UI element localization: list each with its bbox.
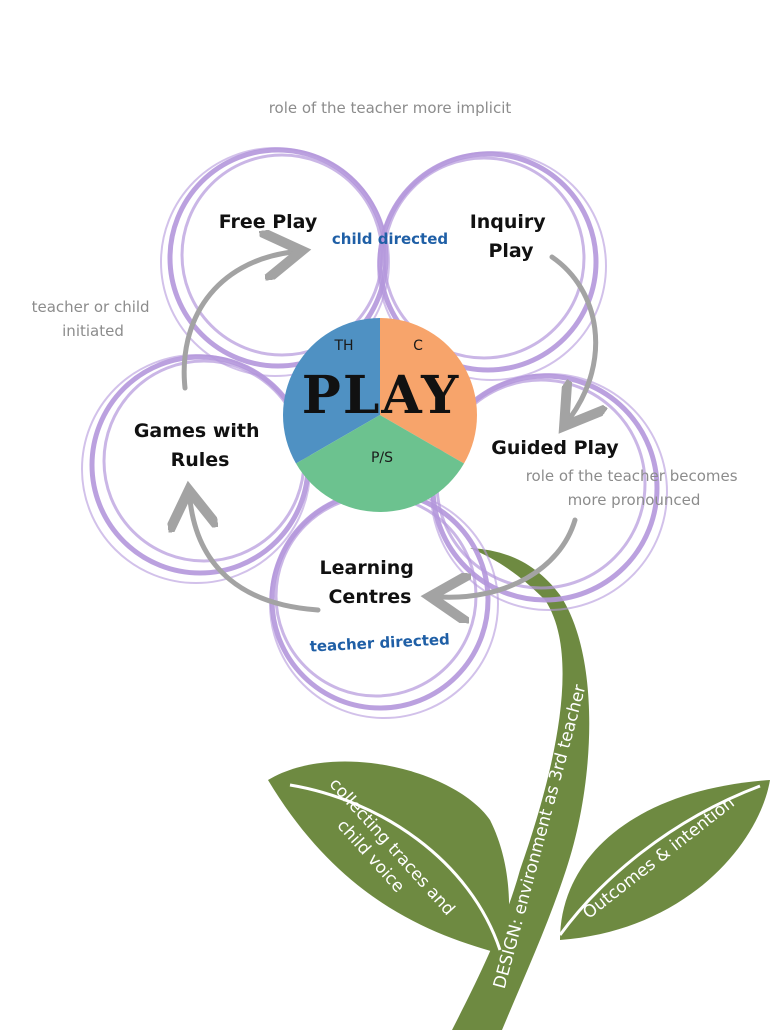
side-note: teacher or child initiated	[32, 298, 155, 340]
stem-and-leaves	[268, 548, 770, 1030]
wedge-label-c: C	[413, 338, 423, 354]
right-note-line-2: more pronounced	[568, 491, 701, 509]
play-word: PLAY	[302, 365, 461, 426]
right-note: role of the teacher becomes more pronoun…	[526, 467, 743, 509]
left-leaf-vein	[289, 783, 502, 951]
wedge-label-ps: P/S	[371, 450, 393, 466]
inquiry-play-title: Inquiry Play	[470, 211, 553, 262]
cycle-arrows	[184, 252, 596, 610]
arrow-to-free-play	[181, 252, 292, 391]
child-directed-label: child directed	[332, 230, 448, 248]
arrow-to-games-with-rules	[190, 500, 321, 613]
right-leaf	[560, 780, 770, 940]
inquiry-play-line-2: Play	[488, 240, 534, 262]
learning-centres-line-2: Centres	[328, 586, 411, 608]
stem	[452, 548, 590, 1030]
free-play-title: Free Play	[219, 211, 318, 233]
right-leaf-vein	[558, 784, 761, 936]
wedge-ps	[296, 415, 464, 512]
wedge-th	[283, 318, 380, 464]
learning-centres-title: Learning Centres	[320, 557, 421, 608]
inquiry-play-line-1: Inquiry	[470, 211, 547, 233]
arrow-to-guided-play	[549, 254, 596, 418]
games-with-rules-line-1: Games with	[134, 420, 260, 442]
top-note: role of the teacher more implicit	[269, 99, 512, 117]
guided-play-title: Guided Play	[491, 437, 619, 459]
teacher-directed-label: teacher directed	[309, 630, 450, 655]
wedge-label-th: TH	[333, 338, 353, 354]
games-with-rules-title: Games with Rules	[134, 420, 266, 471]
games-with-rules-line-2: Rules	[171, 449, 230, 471]
learning-centres-line-1: Learning	[320, 557, 414, 579]
arrow-to-learning-centres	[440, 517, 578, 597]
play-center: TH C P/S PLAY	[283, 318, 477, 512]
petal-inquiry-play	[377, 151, 607, 381]
side-note-line-2: initiated	[62, 322, 124, 340]
left-leaf	[268, 761, 510, 955]
side-note-line-1: teacher or child	[32, 298, 150, 316]
wedge-c	[380, 318, 477, 464]
right-note-line-1: role of the teacher becomes	[526, 467, 738, 485]
